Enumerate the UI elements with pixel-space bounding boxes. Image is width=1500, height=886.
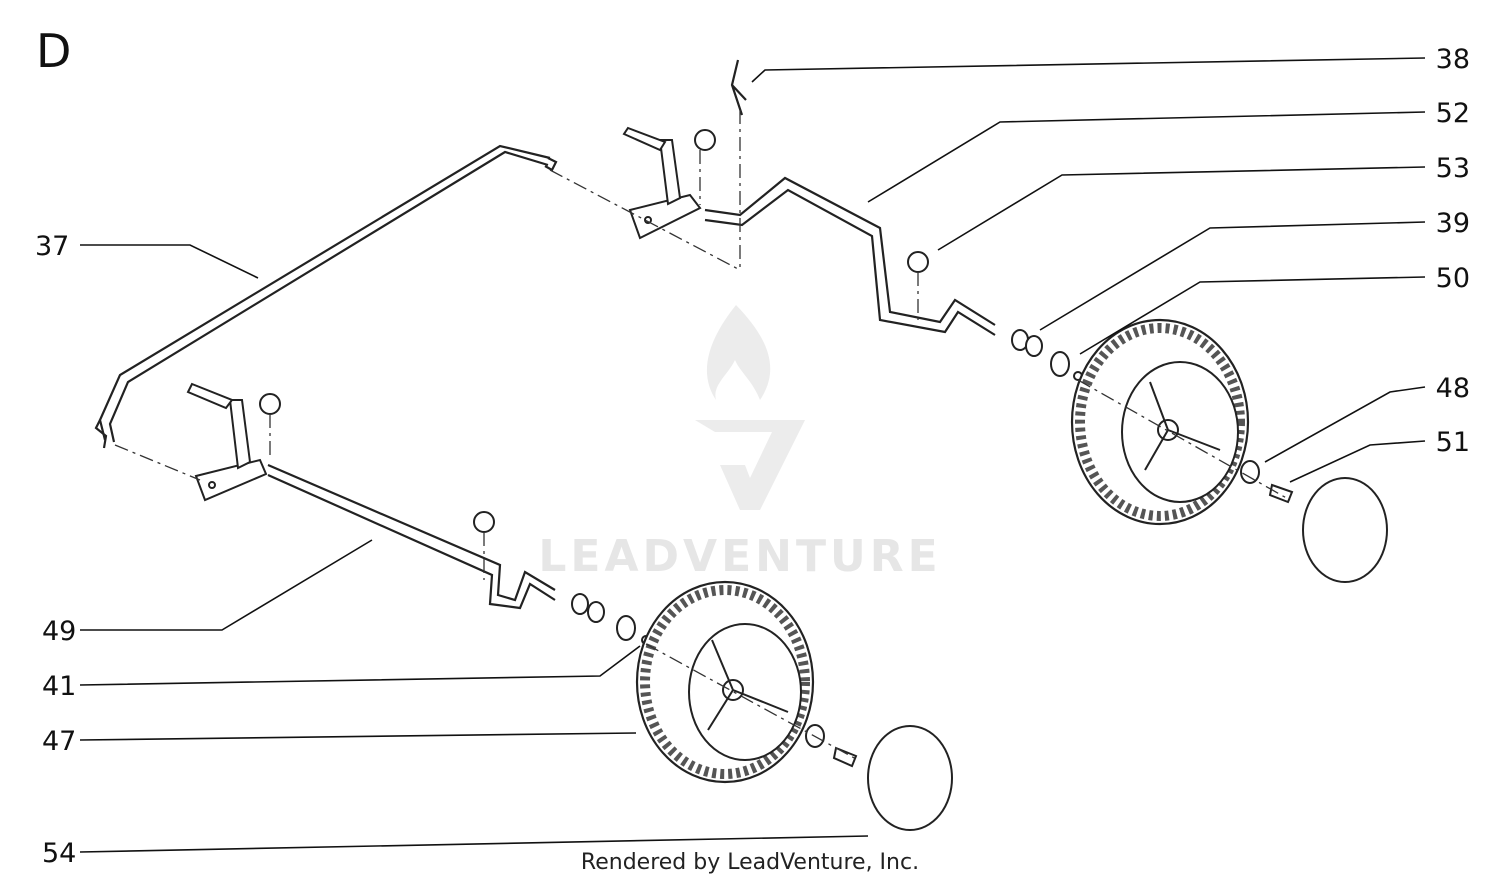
centerline-37 (549, 169, 741, 271)
section-letter: D (36, 24, 72, 78)
lever-plate-lower (194, 458, 268, 502)
callout-53: 53 (1436, 153, 1470, 184)
axle-52 (704, 176, 996, 326)
lever-plate-upper (628, 193, 702, 240)
bushing-48 (1240, 460, 1260, 484)
watermark-logo (695, 305, 805, 510)
footer-credit: Rendered by LeadVenture, Inc. (580, 850, 920, 875)
callout-38: 38 (1436, 44, 1470, 75)
callout-54: 54 (42, 838, 76, 869)
watermark-text: LEADVENTURE (538, 531, 942, 582)
hubcap-upper (1302, 477, 1388, 583)
callout-49: 49 (42, 616, 76, 647)
callout-50: 50 (1436, 263, 1470, 294)
callout-52: 52 (1436, 98, 1470, 129)
washer-50 (1050, 351, 1070, 377)
washer-lower-a (571, 593, 589, 615)
washer-lower-b (587, 601, 605, 623)
callout-47: 47 (42, 726, 76, 757)
bushing-lower-1 (259, 393, 281, 415)
callout-39: 39 (1436, 208, 1470, 239)
hubcap-54 (867, 725, 953, 831)
bushing-53 (907, 251, 929, 273)
callout-37: 37 (35, 231, 69, 262)
bolt-51 (1268, 483, 1294, 504)
bolt-lower (832, 746, 858, 768)
wheel-upper (1070, 318, 1250, 526)
callout-41: 41 (42, 671, 76, 702)
washer-39b (1025, 335, 1043, 357)
cotter-pin-38 (730, 59, 747, 116)
axle-49 (267, 463, 556, 602)
plate-hole-lower (208, 481, 216, 489)
bushing-lower-2 (473, 511, 495, 533)
callout-48: 48 (1436, 373, 1470, 404)
wheel-47 (635, 580, 815, 784)
leader-lines (79, 57, 1426, 853)
washer-lower-c (616, 615, 636, 641)
callout-51: 51 (1436, 427, 1470, 458)
rod-37 (98, 144, 551, 441)
bushing-upper-1 (694, 129, 716, 151)
